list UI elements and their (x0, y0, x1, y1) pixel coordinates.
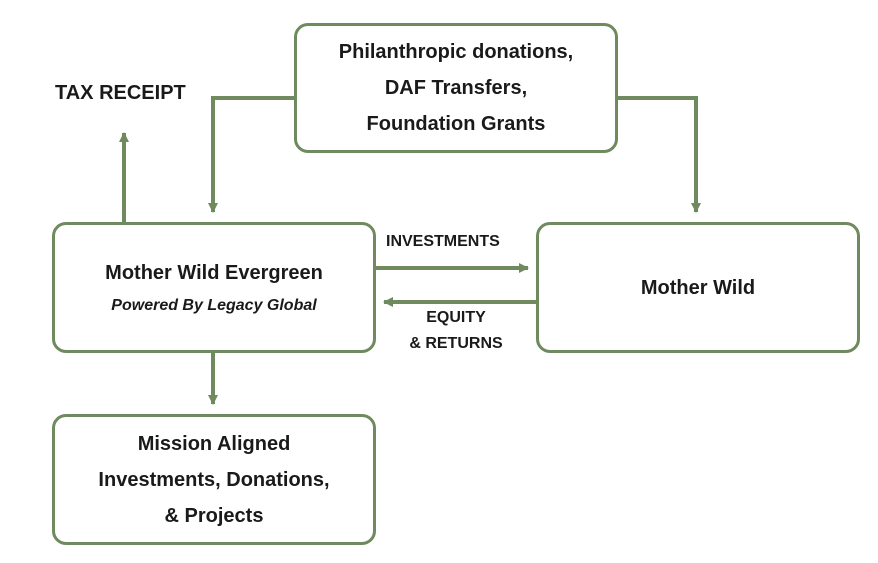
mission-aligned-box: Mission Aligned Investments, Donations, … (52, 414, 376, 545)
mother-wild-box: Mother Wild (536, 222, 860, 353)
mother-wild-evergreen-subtitle: Powered By Legacy Global (111, 296, 317, 314)
mission-aligned-line-1: Mission Aligned (137, 432, 291, 455)
tax-receipt-label: TAX RECEIPT (55, 82, 186, 104)
funding-sources-line-3: Foundation Grants (366, 113, 546, 135)
equity-returns-label: EQUITY & RETURNS (396, 305, 516, 357)
mission-aligned-line-2: Investments, Donations, (98, 468, 330, 491)
funding-sources-line-1: Philanthropic donations, (338, 41, 574, 63)
equity-returns-line-2: & RETURNS (409, 335, 503, 352)
arrow-sources-to-evergreen (208, 96, 294, 213)
arrow-sources-to-mother-wild (618, 96, 701, 213)
funding-sources-line-2: DAF Transfers, (384, 77, 528, 99)
mother-wild-evergreen-title: Mother Wild Evergreen (105, 261, 323, 284)
mission-aligned-line-3: & Projects (164, 504, 264, 527)
funding-sources-box: Philanthropic donations, DAF Transfers, … (294, 23, 618, 153)
mother-wild-evergreen-box: Mother Wild Evergreen Powered By Legacy … (52, 222, 376, 353)
mother-wild-title: Mother Wild (640, 276, 756, 299)
investments-label: INVESTMENTS (386, 233, 500, 250)
equity-returns-line-1: EQUITY (426, 309, 486, 326)
